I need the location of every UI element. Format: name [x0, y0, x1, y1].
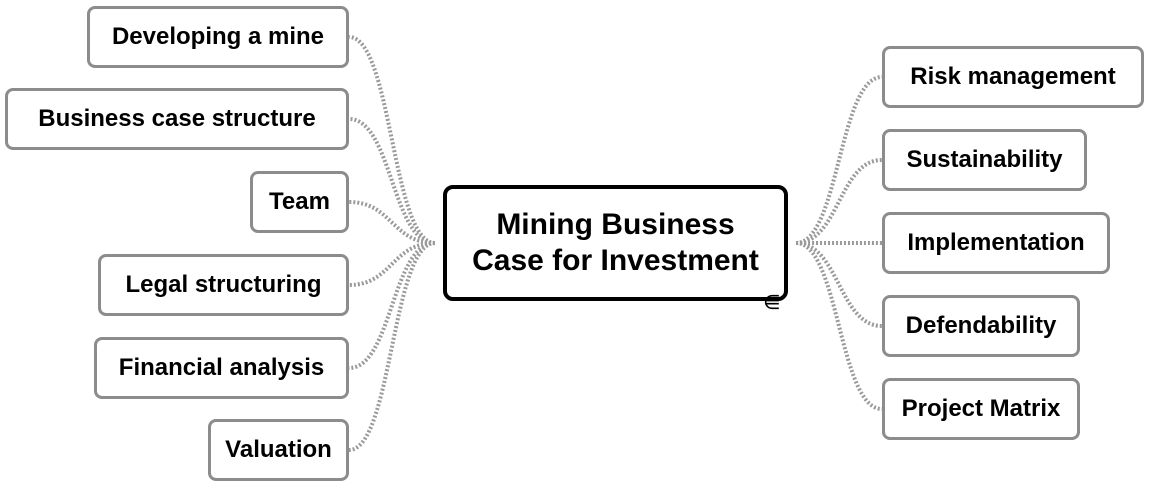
connector-topic-legal-structuring — [348, 241, 436, 287]
topic-project-matrix[interactable]: Project Matrix — [882, 378, 1080, 440]
connector-topic-project-matrix — [795, 241, 883, 411]
topic-legal-structuring[interactable]: Legal structuring — [98, 254, 349, 316]
topic-label: Developing a mine — [111, 23, 325, 50]
connector-topic-team — [348, 200, 436, 245]
topic-developing-a-mine[interactable]: Developing a mine — [87, 6, 349, 68]
topic-business-case-structure[interactable]: Business case structure — [5, 88, 349, 150]
central-topic-line-2: Case for Investment — [472, 244, 759, 277]
connector-topic-risk-management — [795, 75, 883, 245]
topic-label: Valuation — [225, 436, 332, 463]
topic-sustainability[interactable]: Sustainability — [882, 129, 1087, 191]
topic-risk-management[interactable]: Risk management — [882, 46, 1144, 108]
topic-team[interactable]: Team — [250, 171, 349, 233]
connector-topic-valuation — [348, 241, 436, 452]
topic-financial-analysis[interactable]: Financial analysis — [94, 337, 349, 399]
central-topic-line-1: Mining Business — [496, 208, 735, 241]
topic-label: Business case structure — [38, 105, 316, 132]
topic-label: Financial analysis — [118, 354, 325, 381]
central-topic[interactable]: Mining Business Case for Investment — [443, 185, 788, 301]
connector-topic-developing-a-mine — [348, 35, 436, 245]
topic-implementation[interactable]: Implementation — [882, 212, 1110, 274]
connector-topic-business-case-structure — [348, 117, 436, 245]
topic-defendability[interactable]: Defendability — [882, 295, 1080, 357]
topic-label: Defendability — [905, 312, 1057, 339]
topic-label: Project Matrix — [901, 395, 1061, 422]
topic-label: Team — [269, 188, 330, 215]
connector-topic-defendability — [795, 241, 883, 328]
topic-label: Implementation — [907, 229, 1085, 256]
connector-topic-financial-analysis — [348, 241, 436, 370]
topic-label: Legal structuring — [125, 271, 322, 298]
connector-topic-sustainability — [795, 158, 883, 245]
topic-valuation[interactable]: Valuation — [208, 419, 349, 481]
topic-label: Risk management — [910, 63, 1116, 90]
collapse-toggle-icon[interactable]: ⋹ — [763, 290, 781, 314]
topic-label: Sustainability — [906, 146, 1063, 173]
